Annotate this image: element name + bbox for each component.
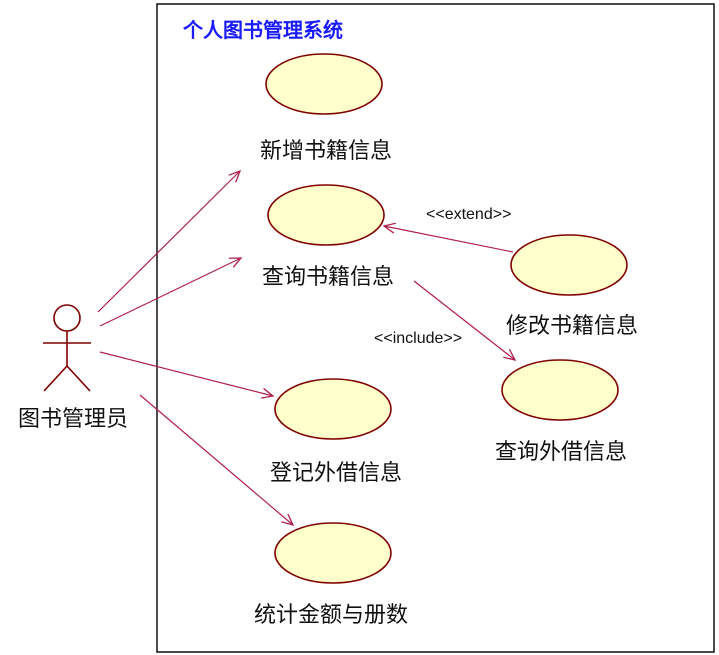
- use-case-statistics: [274, 522, 392, 584]
- use-case-query-book: [267, 184, 385, 246]
- actor-label: 图书管理员: [18, 407, 128, 432]
- use-case-query-loan: [501, 359, 619, 421]
- use-case-add-book-label: 新增书籍信息: [260, 139, 392, 164]
- extend-stereotype-label: <<extend>>: [426, 206, 511, 223]
- association-add-book: [97, 169, 242, 313]
- use-case-add-book: [265, 53, 383, 115]
- use-case-query-book-label: 查询书籍信息: [262, 265, 394, 290]
- use-case-query-loan-label: 查询外借信息: [495, 440, 627, 465]
- use-case-register-loan: [274, 378, 392, 440]
- association-register-loan: [99, 351, 275, 399]
- actor-icon: [43, 304, 91, 392]
- association-statistics: [139, 394, 295, 527]
- include-stereotype-label: <<include>>: [374, 330, 462, 347]
- use-case-modify-book: [510, 234, 628, 296]
- system-boundary: [156, 3, 715, 653]
- include-relation-line: [413, 280, 517, 361]
- extend-relation-line: [382, 222, 514, 253]
- association-query-book: [99, 257, 243, 327]
- use-case-statistics-label: 统计金额与册数: [254, 603, 408, 628]
- use-case-register-loan-label: 登记外借信息: [270, 461, 402, 486]
- use-case-modify-book-label: 修改书籍信息: [506, 314, 638, 339]
- system-title: 个人图书管理系统: [182, 18, 343, 42]
